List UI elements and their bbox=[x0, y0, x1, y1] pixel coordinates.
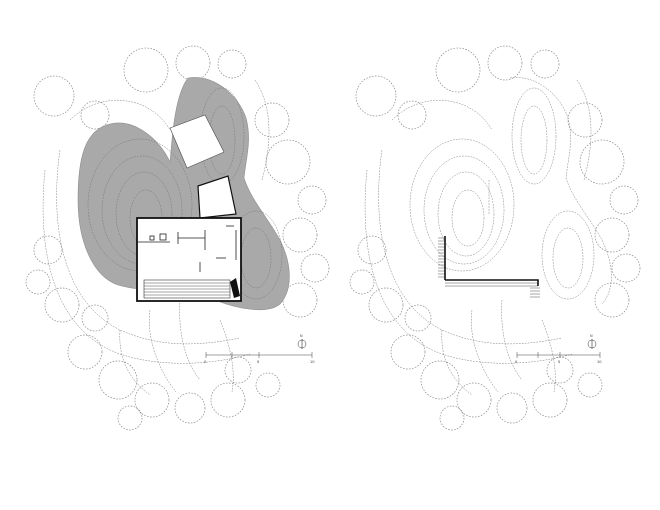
scale-label: 0 bbox=[515, 359, 518, 364]
scale-bar-left: 0 5 10 bbox=[204, 352, 315, 364]
scale-bar-right: 0 5 10 bbox=[515, 352, 602, 364]
north-letter: N bbox=[590, 334, 593, 338]
wall-hatching-corner bbox=[530, 287, 540, 298]
corner-stair bbox=[230, 278, 240, 298]
contour-lines-right bbox=[364, 77, 612, 396]
wall-hatching-left bbox=[438, 237, 445, 278]
interior-partitions bbox=[137, 225, 237, 272]
entry-volume bbox=[197, 175, 237, 219]
site-plan-left: 0 5 10 N bbox=[25, 45, 330, 431]
canted-wing-outline bbox=[169, 114, 225, 169]
wall-hatching-bottom bbox=[445, 282, 538, 287]
north-arrow-left: N bbox=[297, 334, 307, 349]
scale-label: 10 bbox=[597, 359, 602, 364]
north-arrow-right: N bbox=[587, 334, 597, 349]
terrace-stair-lines bbox=[144, 282, 230, 296]
building-footprint-left bbox=[136, 217, 242, 302]
tree-canopies-left bbox=[25, 45, 330, 431]
site-plan-right: 0 5 10 N bbox=[349, 45, 641, 431]
north-letter: N bbox=[300, 334, 303, 338]
scale-label: 0 bbox=[204, 359, 207, 364]
foundation-walls-right bbox=[438, 236, 540, 298]
scale-label: 10 bbox=[310, 359, 315, 364]
tree-canopies-right bbox=[349, 45, 641, 431]
scale-label: 5 bbox=[558, 359, 561, 364]
scale-label: 5 bbox=[257, 359, 260, 364]
